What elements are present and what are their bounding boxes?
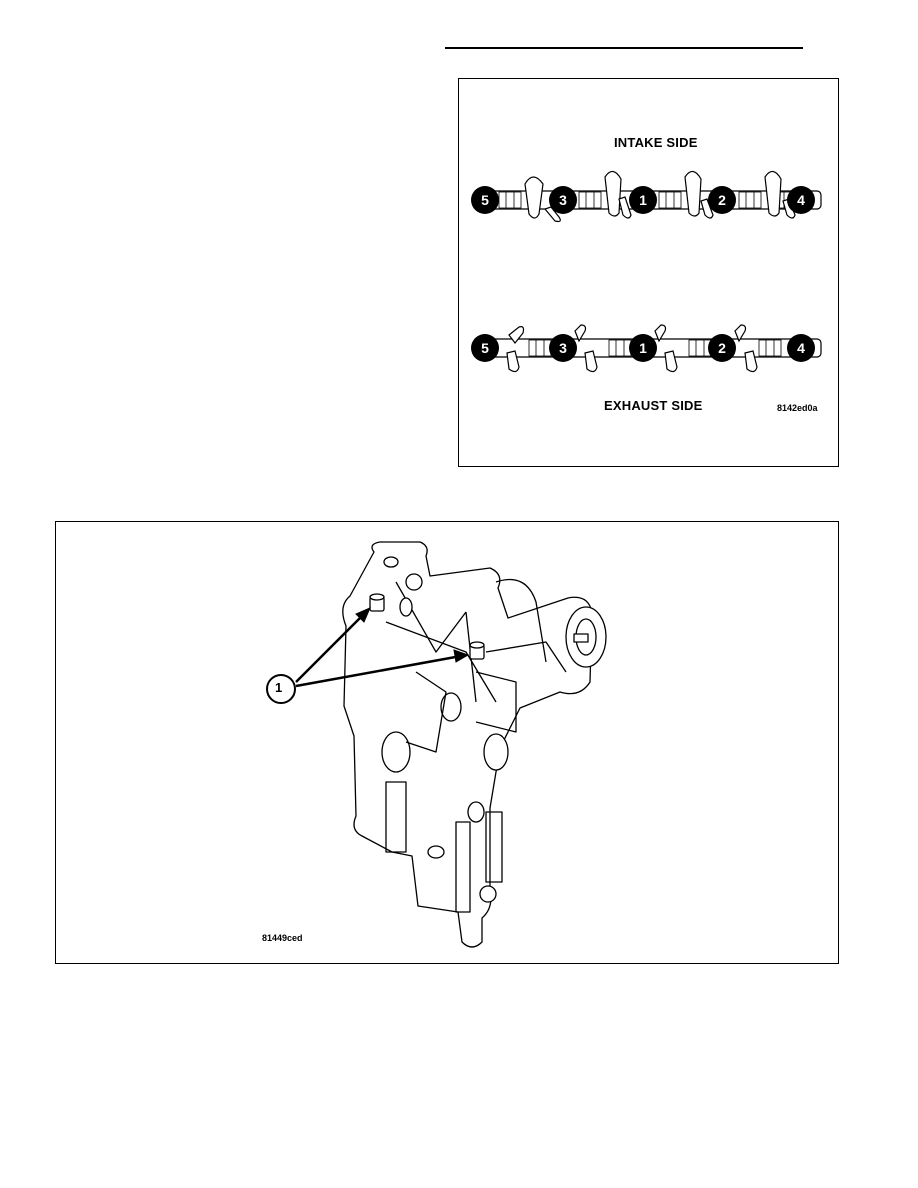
exhaust-marker-label: 4 [797,340,805,356]
callout-label: 1 [275,680,283,695]
exhaust-side-label: EXHAUST SIDE [604,398,703,413]
camshaft-figure: INTAKE SIDE [458,78,839,467]
exhaust-marker-label: 5 [481,340,489,356]
callout-arrows [295,607,470,688]
intake-marker-5 [471,186,499,214]
figure-code-top: 8142ed0a [777,403,818,413]
intake-marker-label: 4 [797,192,805,208]
exhaust-marker-3 [549,334,577,362]
intake-marker-2 [708,186,736,214]
callout-circle [266,674,296,704]
intake-marker-label: 3 [559,192,567,208]
exhaust-marker-label: 2 [718,340,726,356]
header-rule [445,47,803,49]
component-figure: 1 81449ced [55,521,839,964]
camshaft-drawing: 5 3 1 2 4 5 3 1 2 4 [471,170,822,373]
exhaust-lobe-markers: 5 3 1 2 4 [471,334,815,362]
exhaust-marker-1 [629,334,657,362]
exhaust-marker-label: 3 [559,340,567,356]
intake-marker-4 [787,186,815,214]
exhaust-marker-label: 1 [639,340,647,356]
intake-lobe-markers: 5 3 1 2 4 [471,186,815,214]
intake-marker-1 [629,186,657,214]
intake-marker-3 [549,186,577,214]
intake-marker-label: 1 [639,192,647,208]
exhaust-marker-2 [708,334,736,362]
intake-marker-label: 5 [481,192,489,208]
exhaust-marker-4 [787,334,815,362]
intake-side-label: INTAKE SIDE [614,135,698,150]
component-drawing [266,541,607,948]
exhaust-marker-5 [471,334,499,362]
intake-marker-label: 2 [718,192,726,208]
figure-code-bottom: 81449ced [262,933,303,943]
